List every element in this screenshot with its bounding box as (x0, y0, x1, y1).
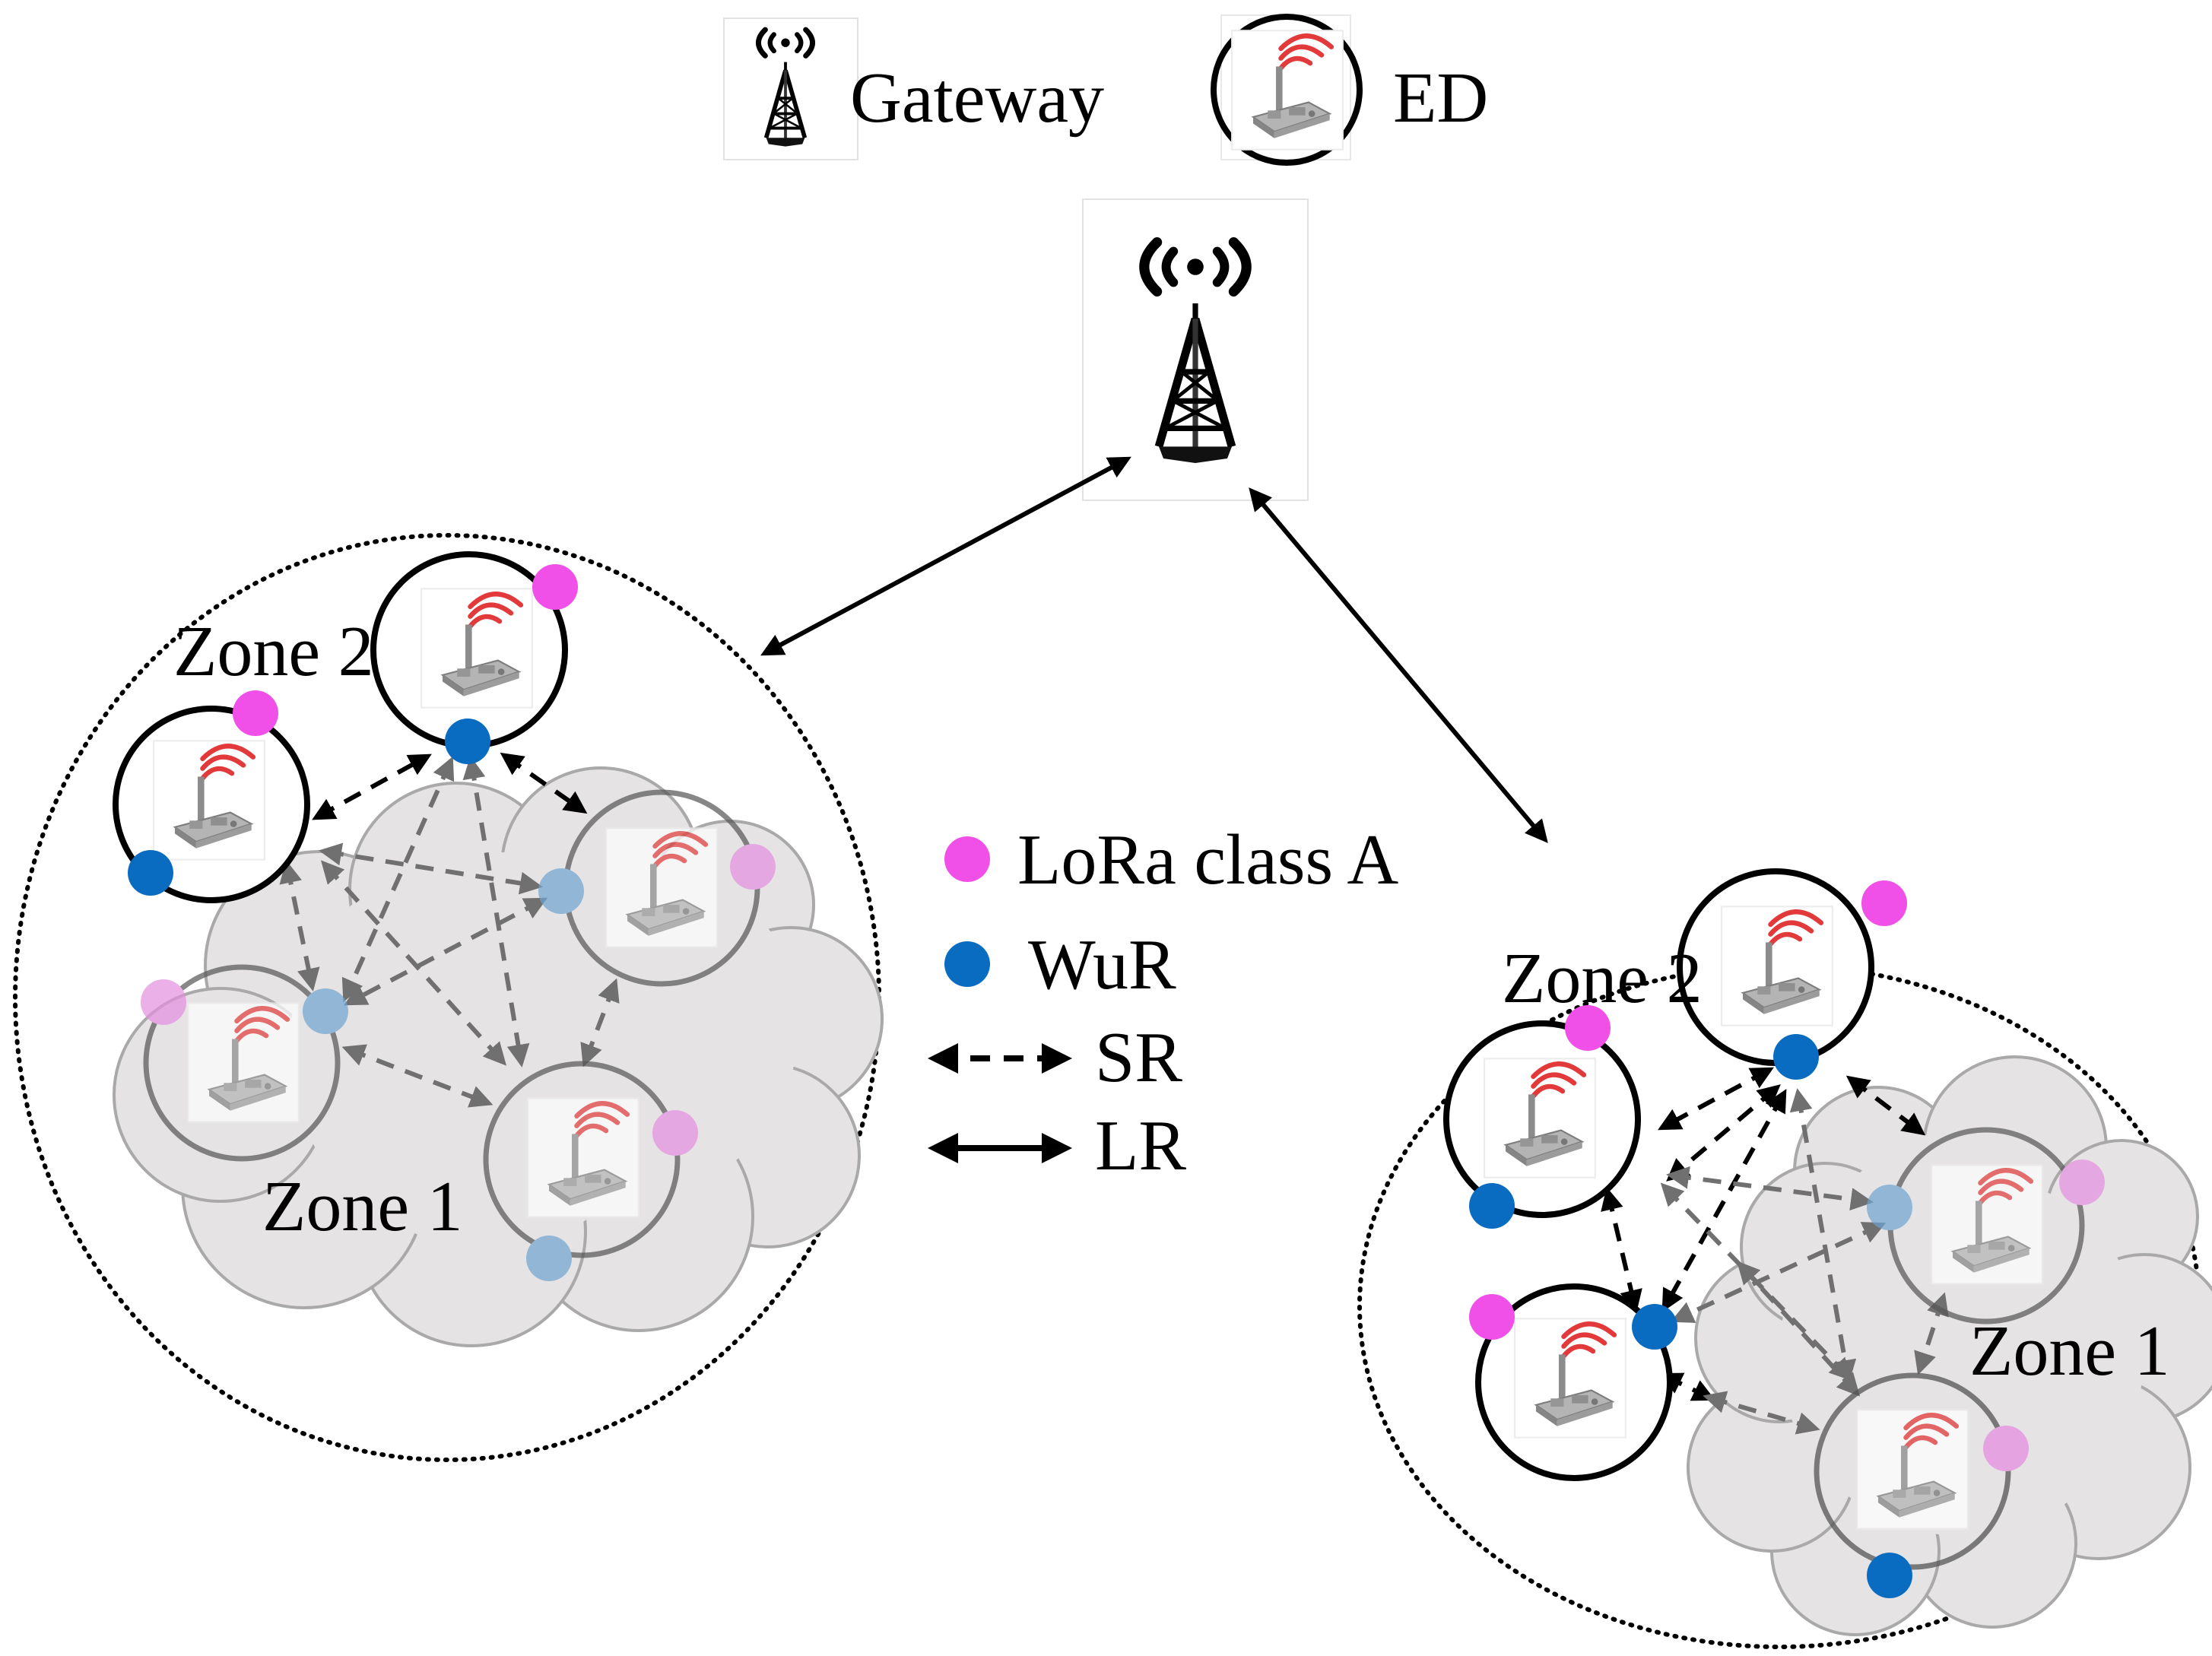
legend-lora-label: LoRa class A (1017, 820, 1398, 899)
end-device (141, 964, 348, 1162)
lora-class-a-dot (1861, 880, 1907, 926)
legend-lora-dot (944, 836, 990, 882)
sr-link (341, 1044, 493, 1108)
end-device-icon (1484, 1058, 1595, 1177)
legend-sr-label: SR (1095, 1018, 1182, 1097)
end-device-icon (421, 588, 532, 707)
sr-link (462, 756, 530, 1068)
sr-link (1601, 1187, 1642, 1313)
sr-link (1670, 1222, 1887, 1323)
wur-dot (1469, 1183, 1515, 1229)
wur-dot (1867, 1553, 1912, 1598)
zone2-label: Zone 2 (1502, 939, 1703, 1018)
lr-link-right (1249, 487, 1548, 843)
lora-class-a-dot (141, 979, 186, 1025)
zone2-label: Zone 2 (173, 612, 374, 691)
wur-dot (445, 719, 490, 764)
end-device (370, 551, 578, 764)
lora-class-a-dot (233, 690, 278, 736)
end-device (1677, 868, 1907, 1080)
sr-link (580, 978, 620, 1068)
end-device (1814, 1372, 2029, 1570)
end-device (1443, 1005, 1641, 1229)
sr-link (1703, 1391, 1820, 1435)
wur-dot (1632, 1304, 1677, 1350)
end-device-icon (1515, 1318, 1626, 1437)
lora-class-a-dot (1983, 1426, 2029, 1471)
lora-class-a-dot (2059, 1160, 2105, 1205)
lora-class-a-dot (652, 1110, 698, 1156)
sr-link (344, 897, 547, 1006)
end-device-icon (1722, 906, 1833, 1025)
lr-link-left (760, 456, 1131, 656)
end-device-icon (1232, 30, 1343, 149)
zone1-label: Zone 1 (262, 1167, 463, 1246)
end-device (1469, 1283, 1677, 1481)
end-device-icon (1857, 1410, 1968, 1528)
sr-links-left (279, 752, 620, 1108)
end-device (113, 690, 310, 903)
lora-class-a-dot (1565, 1005, 1611, 1051)
end-device-icon (606, 828, 717, 947)
network-right: Zone 2 Zone 1 (1357, 868, 2212, 1649)
wur-dot (128, 850, 173, 896)
wur-dot (538, 868, 584, 914)
central-gateway (1082, 198, 1309, 501)
legend-wur-dot (944, 941, 990, 987)
sr-link (1658, 1067, 1774, 1131)
sr-link (1845, 1075, 1926, 1136)
wur-dot (1773, 1034, 1819, 1080)
legend: Gateway ED LoRa class A WuR SR LR (723, 14, 1488, 1185)
wur-dot (1867, 1185, 1912, 1230)
end-device (483, 1061, 698, 1281)
end-device-icon (528, 1098, 639, 1217)
legend-wur-label: WuR (1028, 925, 1176, 1004)
lora-class-a-dot (730, 844, 776, 890)
end-device-icon (154, 741, 265, 859)
zone1-label: Zone 1 (1969, 1312, 2170, 1391)
network-left: Zone 2 Zone 1 (13, 533, 884, 1462)
end-device-icon (1931, 1165, 2042, 1283)
legend-ed-circle (1211, 14, 1363, 166)
legend-gateway-label: Gateway (850, 59, 1104, 138)
sr-link (1789, 1088, 1857, 1383)
wur-dot (526, 1236, 572, 1281)
legend-lr-label: LR (1095, 1106, 1186, 1185)
sr-link (279, 860, 320, 991)
wur-dot (303, 988, 348, 1034)
legend-ed-label: ED (1393, 59, 1488, 138)
end-device (538, 789, 776, 987)
end-device-icon (188, 1003, 299, 1121)
end-device (1867, 1127, 2105, 1324)
sr-link (1661, 1089, 1787, 1312)
lora-class-a-dot (532, 564, 578, 610)
lora-class-a-dot (1469, 1294, 1515, 1340)
